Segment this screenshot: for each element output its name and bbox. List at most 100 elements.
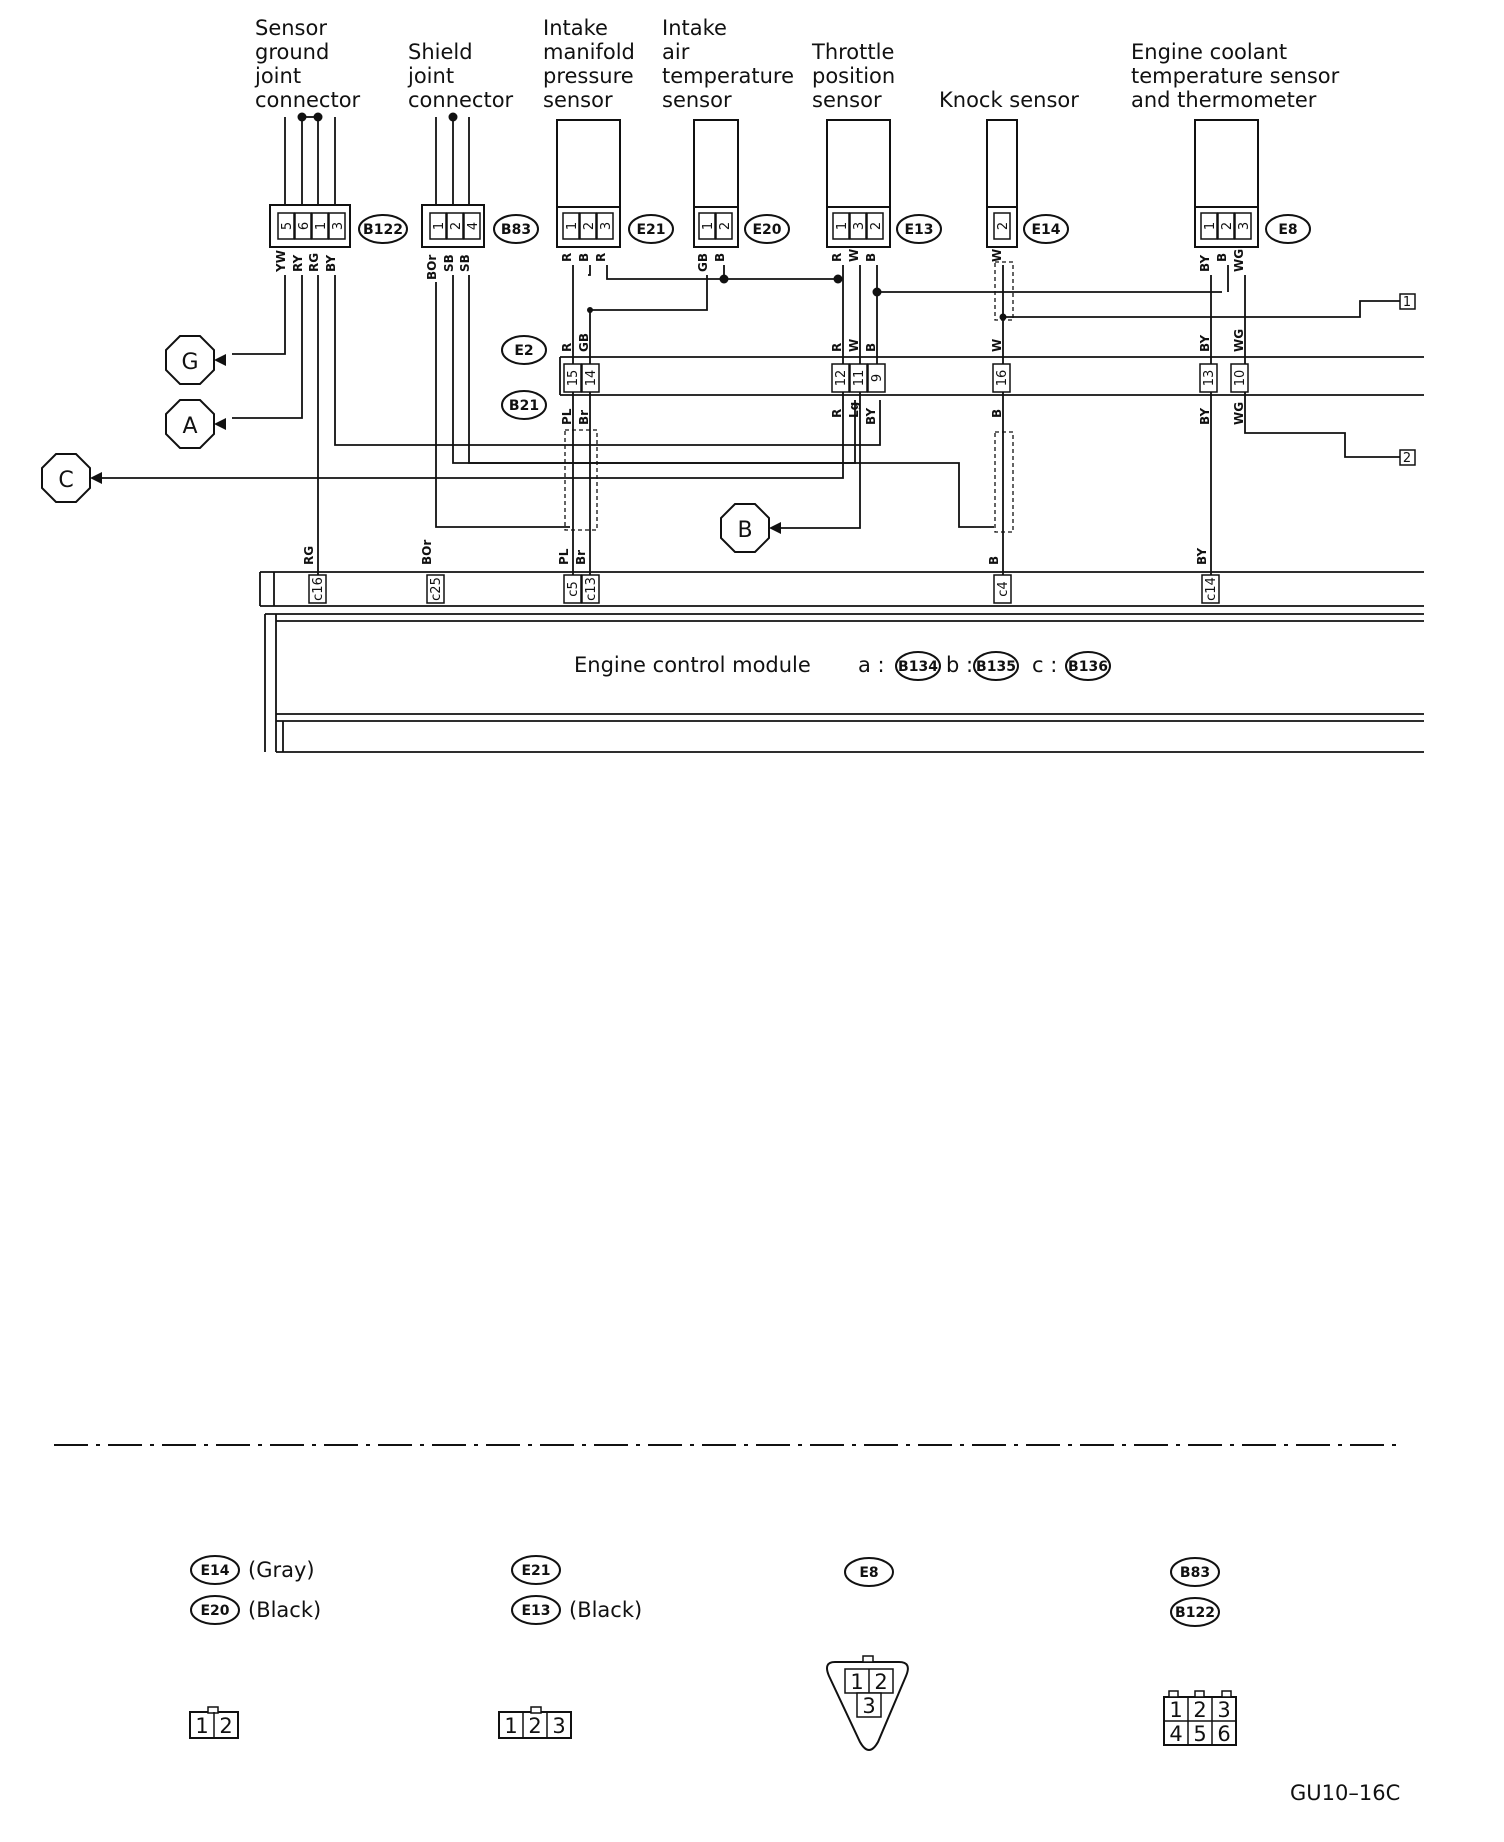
label-knock-sensor: Knock sensor xyxy=(939,88,1079,112)
svg-text:B135: B135 xyxy=(976,659,1016,675)
offpage-octagon-a: A xyxy=(165,399,226,449)
svg-text:B: B xyxy=(864,343,878,352)
svg-text:connector: connector xyxy=(255,88,361,112)
svg-text:G: G xyxy=(181,350,198,375)
svg-text:2: 2 xyxy=(874,1670,887,1694)
offpage-octagon-c: C xyxy=(41,453,102,503)
svg-text:PL: PL xyxy=(560,408,574,425)
svg-text:R: R xyxy=(560,253,574,262)
shield-knock-lower xyxy=(994,431,1014,533)
svg-text:2: 2 xyxy=(449,222,464,230)
svg-text:BY: BY xyxy=(1198,255,1212,272)
ect-sensor-body xyxy=(1194,119,1259,208)
svg-text:Engine coolant: Engine coolant xyxy=(1131,40,1287,64)
svg-text:(Gray): (Gray) xyxy=(248,1558,315,1582)
svg-text:air: air xyxy=(662,40,690,64)
connector-e2-b21: 15 14 12 11 9 16 13 10 E2 B21 xyxy=(501,335,1424,420)
svg-text:c14: c14 xyxy=(1204,577,1219,601)
svg-text:W: W xyxy=(847,339,861,352)
connector-e14: 2 E14 xyxy=(986,206,1069,248)
svg-text:B21: B21 xyxy=(509,398,539,414)
svg-text:B: B xyxy=(577,253,591,262)
svg-text:c25: c25 xyxy=(429,577,444,601)
svg-text:pressure: pressure xyxy=(543,64,634,88)
svg-text:A: A xyxy=(182,414,197,439)
svg-text:4: 4 xyxy=(466,222,481,230)
svg-text:3: 3 xyxy=(1217,1698,1230,1722)
wire-codes-e13: R W B xyxy=(830,249,878,262)
svg-text:Shield: Shield xyxy=(408,40,473,64)
svg-text:13: 13 xyxy=(1202,370,1217,387)
svg-text:BY: BY xyxy=(1198,335,1212,352)
shield-imap xyxy=(564,429,598,531)
connector-e20: 1 2 E20 xyxy=(693,206,790,248)
svg-text:6: 6 xyxy=(297,222,312,230)
wire-codes-e8: BY B WG xyxy=(1198,249,1246,272)
svg-text:2: 2 xyxy=(996,222,1011,230)
svg-text:Engine control module: Engine control module xyxy=(574,653,811,677)
svg-text:(Black): (Black) xyxy=(248,1598,321,1622)
svg-text:and thermometer: and thermometer xyxy=(1131,88,1317,112)
svg-text:B134: B134 xyxy=(898,659,938,675)
wire-codes-e21: R B R xyxy=(560,253,608,262)
svg-text:SB: SB xyxy=(458,254,472,272)
svg-text:c4: c4 xyxy=(996,581,1011,596)
svg-text:Sensor: Sensor xyxy=(255,16,327,40)
offpage-ref-1: 1 xyxy=(1399,293,1416,310)
svg-text:1: 1 xyxy=(1403,295,1411,310)
svg-text:10: 10 xyxy=(1233,370,1248,387)
svg-text:B136: B136 xyxy=(1068,659,1108,675)
svg-text:2: 2 xyxy=(718,222,733,230)
svg-text:3: 3 xyxy=(852,222,867,230)
connector-e21: 1 2 3 E21 xyxy=(556,206,674,248)
svg-text:2: 2 xyxy=(582,222,597,230)
svg-text:Br: Br xyxy=(577,410,591,425)
svg-text:position: position xyxy=(812,64,895,88)
svg-text:14: 14 xyxy=(584,370,599,387)
svg-text:sensor: sensor xyxy=(543,88,613,112)
connector-face-3pin: 1 2 3 xyxy=(498,1706,572,1739)
svg-text:R: R xyxy=(830,409,844,418)
svg-text:GB: GB xyxy=(577,333,591,352)
svg-text:2: 2 xyxy=(1220,222,1235,230)
svg-text:B: B xyxy=(987,556,1001,565)
svg-text:16: 16 xyxy=(995,370,1010,387)
iat-sensor-body xyxy=(693,119,739,208)
svg-text:E20: E20 xyxy=(200,1603,229,1619)
offpage-octagon-g: G xyxy=(165,335,226,385)
svg-text:15: 15 xyxy=(566,370,581,387)
svg-text:WG: WG xyxy=(1232,329,1246,352)
svg-text:1: 1 xyxy=(565,222,580,230)
svg-text:RG: RG xyxy=(307,253,321,272)
svg-text:b :: b : xyxy=(946,653,973,677)
legend-e8: E8 xyxy=(844,1557,894,1587)
svg-text:1: 1 xyxy=(314,222,329,230)
connector-b122: 5 6 1 3 B122 xyxy=(269,204,408,248)
legend-e14-e20: E14 (Gray) E20 (Black) xyxy=(190,1555,321,1625)
wires xyxy=(95,265,1400,575)
connector-e8: 1 2 3 E8 xyxy=(1194,206,1311,248)
svg-text:1: 1 xyxy=(1203,222,1218,230)
imap-sensor-body xyxy=(556,119,621,208)
svg-text:1: 1 xyxy=(835,222,850,230)
connector-face-2pin: 1 2 xyxy=(189,1706,239,1739)
svg-text:1: 1 xyxy=(195,1714,208,1738)
engine-control-module: Engine control module a : B134 b : B135 … xyxy=(264,613,1424,753)
splice-dots xyxy=(587,274,1007,321)
svg-text:connector: connector xyxy=(408,88,514,112)
svg-text:E8: E8 xyxy=(1278,222,1297,238)
svg-text:B: B xyxy=(713,253,727,262)
svg-text:6: 6 xyxy=(1217,1722,1230,1746)
svg-text:(Black): (Black) xyxy=(569,1598,642,1622)
svg-text:E13: E13 xyxy=(521,1603,550,1619)
svg-text:B122: B122 xyxy=(363,222,403,238)
wire-codes-e2-top: R GB R W B W BY WG xyxy=(560,329,1246,352)
label-shield-joint-connector: Shield joint connector xyxy=(407,40,514,112)
svg-text:Knock sensor: Knock sensor xyxy=(939,88,1079,112)
svg-text:c16: c16 xyxy=(311,577,326,601)
svg-text:temperature sensor: temperature sensor xyxy=(1131,64,1340,88)
svg-text:E13: E13 xyxy=(904,222,933,238)
svg-text:BOr: BOr xyxy=(425,255,439,280)
connector-e13: 1 3 2 E13 xyxy=(826,206,942,248)
svg-text:2: 2 xyxy=(1193,1698,1206,1722)
